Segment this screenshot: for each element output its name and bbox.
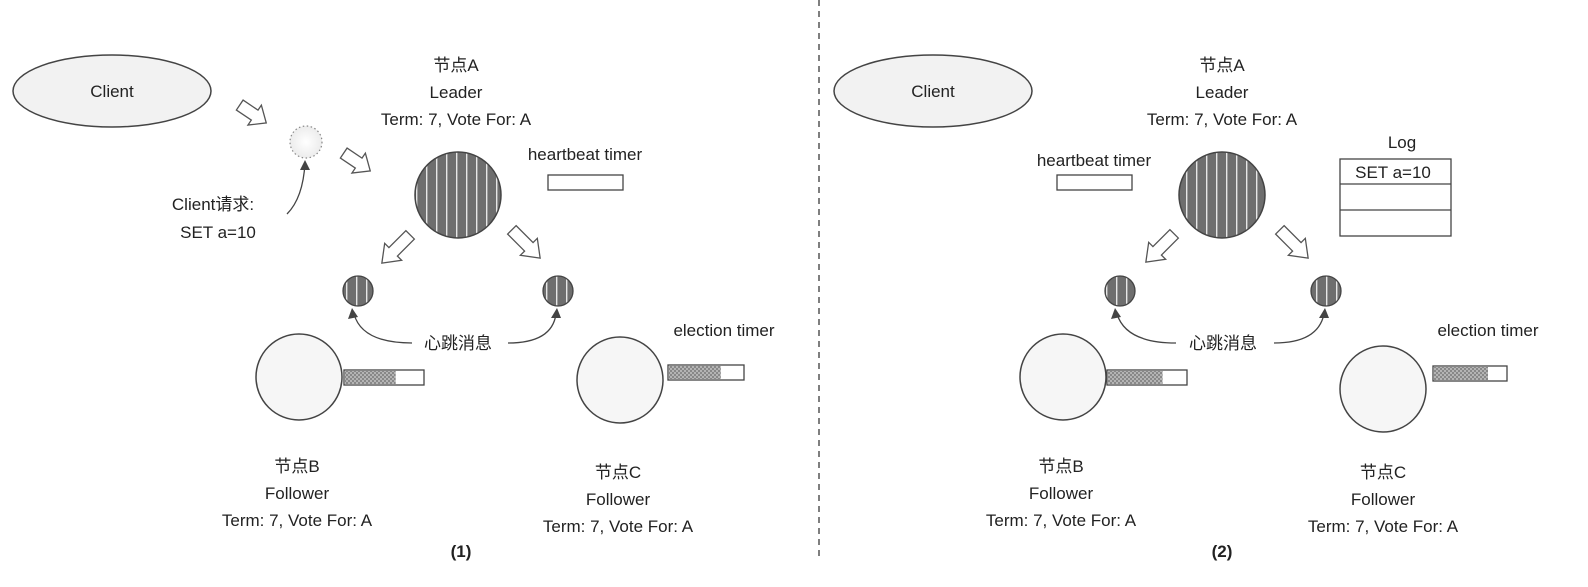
panel-1: Client Client请求: SET a=10 节点A Leader Ter…: [12, 54, 775, 561]
leader-term-vote: Term: 7, Vote For: A: [1147, 110, 1298, 129]
heartbeat-dot-b: [1104, 275, 1136, 307]
follower-b-role: Follower: [1029, 484, 1094, 503]
follower-b-name: 节点B: [1038, 457, 1083, 476]
log-table: [1339, 158, 1452, 237]
follower-c-name: 节点C: [1360, 463, 1406, 482]
heartbeat-arrowhead-c: [551, 308, 561, 318]
follower-b-node: [1019, 333, 1107, 421]
heartbeat-arrowhead-b: [348, 308, 358, 319]
log-title: Log: [1388, 133, 1416, 152]
follower-b-timer-fill: [1108, 371, 1163, 384]
leader-node: [1178, 151, 1266, 239]
follower-c-role: Follower: [1351, 490, 1416, 509]
client-label: Client: [911, 82, 955, 101]
follower-b-term-vote: Term: 7, Vote For: A: [222, 511, 373, 530]
heartbeat-timer-label: heartbeat timer: [528, 145, 643, 164]
follower-c-role: Follower: [586, 490, 651, 509]
follower-b-node: [255, 333, 343, 421]
heartbeat-arrowhead-c: [1319, 308, 1329, 318]
client-ellipse: [833, 54, 1033, 128]
client-to-request-arrow: [235, 99, 268, 126]
panel-2: Client 节点A Leader Term: 7, Vote For: A h…: [833, 54, 1539, 561]
heartbeat-dot-c: [542, 275, 574, 307]
request-to-leader-arrow: [339, 147, 372, 174]
follower-b-term-vote: Term: 7, Vote For: A: [986, 511, 1137, 530]
heartbeat-dot-c: [1310, 275, 1342, 307]
client-ellipse: [12, 54, 212, 128]
heartbeat-message-label: 心跳消息: [1189, 334, 1257, 353]
follower-b-timer-fill: [345, 371, 396, 384]
follower-b-name: 节点B: [274, 457, 319, 476]
client-request-line1: Client请求:: [172, 195, 254, 214]
log-entry-1: SET a=10: [1355, 163, 1431, 182]
election-timer-label: election timer: [1437, 321, 1538, 340]
request-curve-arrow: [286, 162, 306, 215]
client-label: Client: [90, 82, 134, 101]
panel-1-caption: (1): [451, 542, 472, 561]
follower-c-timer-fill: [1434, 367, 1488, 380]
follower-b-role: Follower: [265, 484, 330, 503]
follower-c-name: 节点C: [595, 463, 641, 482]
leader-term-vote: Term: 7, Vote For: A: [381, 110, 532, 129]
heartbeat-curve-c: [1273, 313, 1325, 344]
heartbeat-curve-c: [507, 313, 557, 344]
leader-node: [414, 151, 502, 239]
leader-to-c-arrow: [506, 224, 541, 259]
heartbeat-curve-b: [1116, 313, 1177, 344]
heartbeat-timer-bar: [1056, 174, 1133, 191]
follower-c-node: [576, 336, 664, 424]
leader-name: 节点A: [1199, 56, 1245, 75]
heartbeat-arrowhead-b: [1111, 308, 1121, 319]
leader-to-c-arrow: [1274, 224, 1309, 259]
heartbeat-dot-b: [342, 275, 374, 307]
client-request-line2: SET a=10: [180, 223, 256, 242]
leader-to-b-arrow: [1145, 228, 1180, 263]
panel-2-caption: (2): [1212, 542, 1233, 561]
follower-c-timer-fill: [669, 366, 721, 379]
leader-role: Leader: [430, 83, 483, 102]
heartbeat-timer-label: heartbeat timer: [1037, 151, 1152, 170]
heartbeat-curve-b: [353, 313, 413, 344]
leader-role: Leader: [1196, 83, 1249, 102]
request-message-dot: [289, 125, 323, 159]
follower-c-node: [1339, 345, 1427, 433]
heartbeat-message-label: 心跳消息: [424, 334, 492, 353]
request-curve-arrowhead: [300, 160, 310, 170]
leader-to-b-arrow: [381, 229, 416, 264]
heartbeat-timer-bar: [547, 174, 624, 191]
follower-c-term-vote: Term: 7, Vote For: A: [543, 517, 694, 536]
election-timer-label: election timer: [673, 321, 774, 340]
follower-c-term-vote: Term: 7, Vote For: A: [1308, 517, 1459, 536]
leader-name: 节点A: [433, 56, 479, 75]
